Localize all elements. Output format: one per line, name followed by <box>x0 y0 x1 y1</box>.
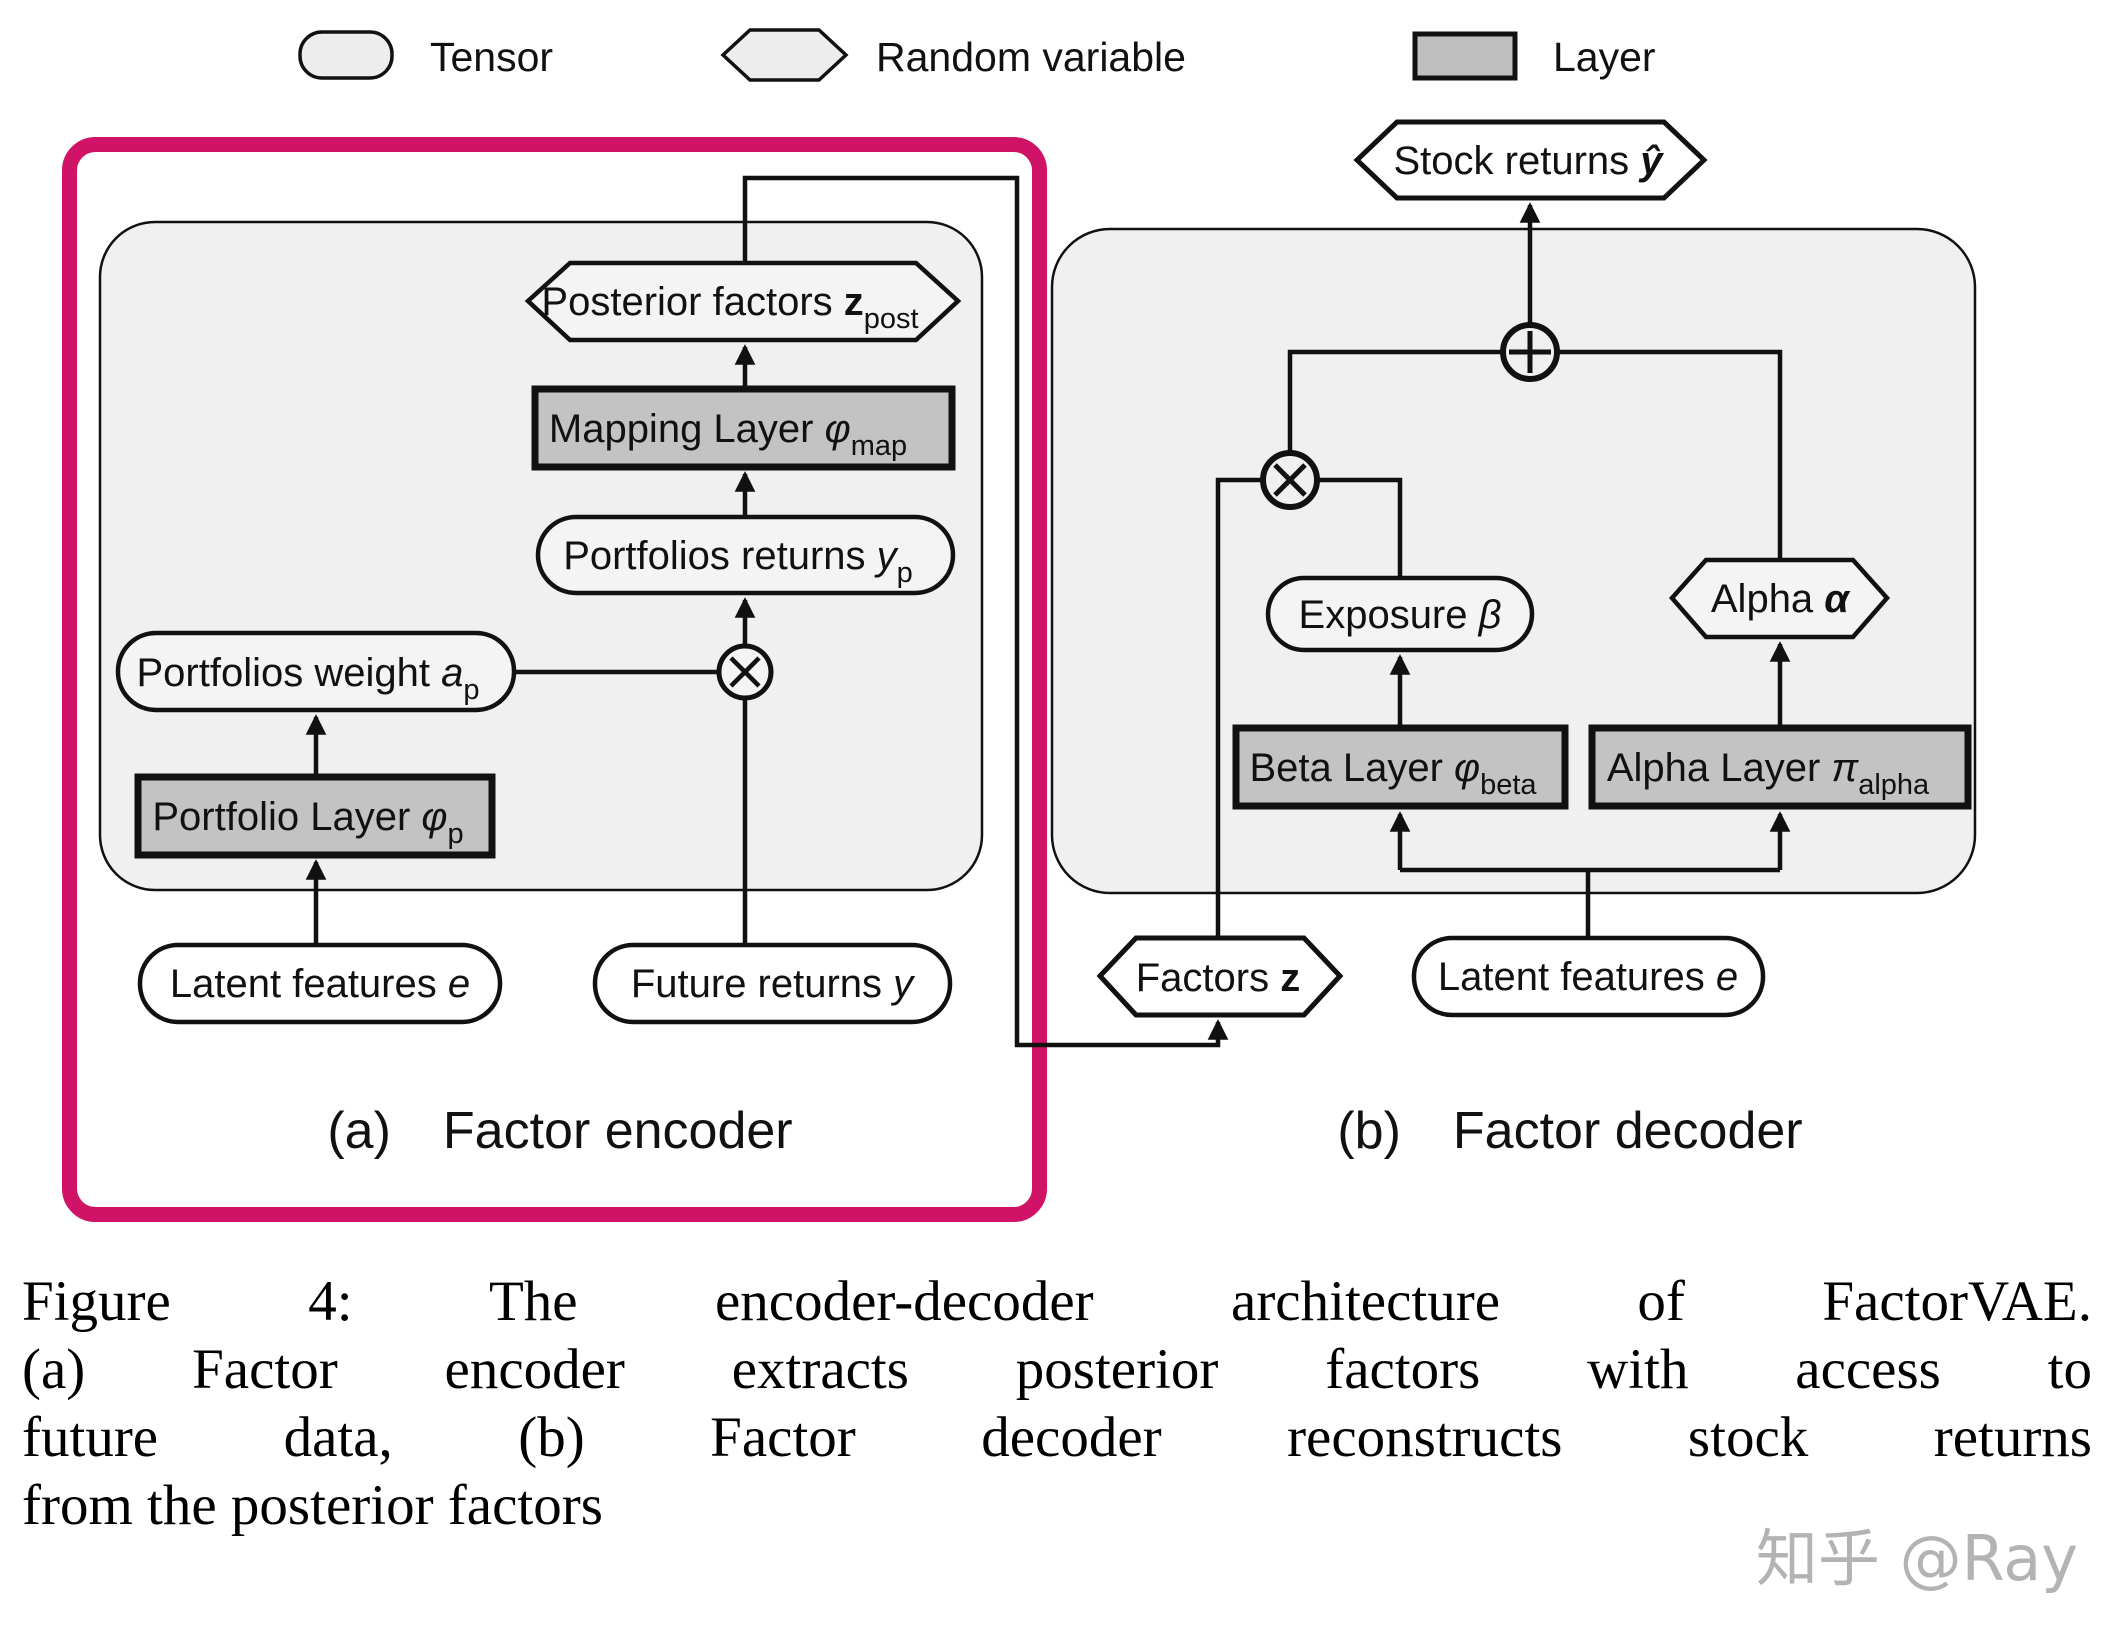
multiply-operator-encoder <box>716 643 774 701</box>
figure-caption-line: future data, (b) Factor decoder reconstr… <box>22 1406 2092 1469</box>
legend: Tensor Random variable Layer <box>298 28 1656 82</box>
encoder-caption: (a) Factor encoder <box>327 1102 792 1160</box>
beta-layer-node <box>1232 724 1569 810</box>
legend-tensor-icon <box>298 30 394 80</box>
encoder-wires <box>305 175 1229 1048</box>
legend-tensor-label: Tensor <box>430 34 553 80</box>
decoder-nodes: Stock returns ŷ Exposure β Alpha α Beta … <box>1096 119 1972 1018</box>
multiply-operator-decoder <box>1260 450 1320 510</box>
factorvae-architecture-diagram: Tensor Random variable Layer <box>62 28 1977 1222</box>
legend-random-variable-label: Random variable <box>876 34 1186 80</box>
alpha-node <box>1668 557 1891 640</box>
latent-features-decoder-label: Latent features e <box>1438 955 1738 999</box>
alpha-layer-node <box>1588 724 1972 810</box>
wire-factors-to-multiply <box>1215 477 1263 938</box>
encoder-highlight-frame <box>62 137 1047 1222</box>
add-operator-decoder <box>1500 322 1560 382</box>
figure-caption-line: Figure 4: The encoder-decoder architectu… <box>22 1270 2092 1333</box>
figure-caption-line: (a) Factor encoder extracts posterior fa… <box>22 1338 2092 1401</box>
decoder-caption: (b) Factor decoder <box>1337 1102 1802 1160</box>
stock-returns-label: Stock returns ŷ <box>1393 139 1664 183</box>
posterior-factors-label: Posterior factors zpost <box>541 280 918 335</box>
wire-posterior-to-factors-z <box>742 175 1229 1048</box>
wire-exposure-to-multiply <box>1317 477 1403 578</box>
zhihu-watermark: 知乎 @Ray <box>1755 1522 2078 1595</box>
exposure-node <box>1265 575 1535 653</box>
operators <box>716 322 1560 701</box>
alpha-label: Alpha α <box>1711 577 1851 621</box>
portfolios-returns-label: Portfolios returns yp <box>563 534 913 589</box>
posterior-factors-node <box>524 260 962 343</box>
alpha-layer-label: Alpha Layer πalpha <box>1607 746 1930 801</box>
portfolio-layer-node <box>134 773 496 859</box>
legend-layer-label: Layer <box>1553 34 1656 80</box>
figure-caption: Figure 4: The encoder-decoder architectu… <box>22 1268 2092 1540</box>
decoder-wires <box>1215 202 1791 938</box>
portfolio-layer-label: Portfolio Layer φp <box>152 795 463 850</box>
wire-alpha-to-add <box>1557 349 1783 560</box>
figure-caption-line: from the posterior factors <box>22 1474 603 1537</box>
future-returns-label: Future returns y <box>631 962 916 1006</box>
encoder-nodes: Posterior factors zpost Mapping Layer φm… <box>115 260 962 1025</box>
portfolios-weight-label: Portfolios weight ap <box>137 651 480 706</box>
portfolios-returns-node <box>535 514 956 596</box>
mapping-layer-label: Mapping Layer φmap <box>549 407 907 462</box>
mapping-layer-node <box>531 385 956 471</box>
future-returns-node <box>592 942 953 1025</box>
exposure-label: Exposure β <box>1299 593 1502 637</box>
latent-features-decoder-node <box>1411 935 1766 1018</box>
portfolios-weight-node <box>115 630 517 713</box>
factors-z-label: Factors z <box>1136 956 1300 1000</box>
factors-z-node <box>1096 935 1344 1018</box>
legend-layer-icon <box>1412 31 1518 81</box>
beta-layer-label: Beta Layer φbeta <box>1249 746 1537 801</box>
stock-returns-node <box>1353 119 1708 201</box>
latent-features-encoder-node <box>137 942 503 1025</box>
wire-multiply-to-add <box>1287 349 1503 453</box>
latent-features-encoder-label: Latent features e <box>170 962 470 1006</box>
legend-random-variable-icon <box>720 28 849 82</box>
